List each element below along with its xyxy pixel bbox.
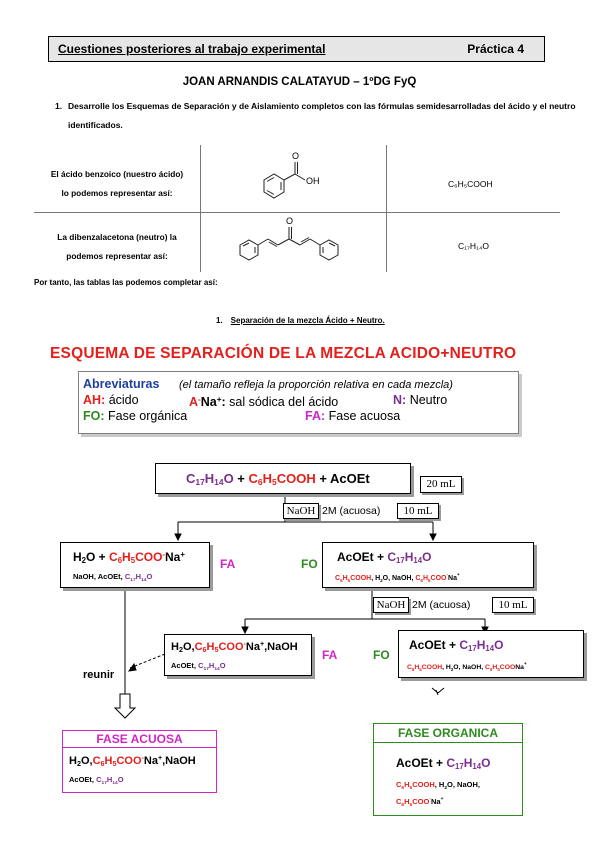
fo2-box: AcOEt + C17H14O C6H5COOH, H2O, NaOH, C6H… (398, 630, 584, 678)
legend-fa: FA: (305, 409, 326, 423)
top-mixture-text: C17H14O + C6H5COOH + AcOEt (186, 471, 370, 487)
naoh-tag-2: NaOH (373, 597, 409, 613)
volume-tag-20: 20 mL (420, 476, 462, 493)
fa2-main: H2O,C6H5COO-Na+,NaOH (171, 640, 298, 654)
legend-salt: A-Na+: sal sódica del ácido (189, 395, 339, 409)
fase-organica-title: FASE ORGANICA (374, 724, 522, 743)
table-row-acid-label: El ácido benzoico (nuestro ácido) lo pod… (50, 169, 184, 198)
naoh-concentration-2: 2M (acuosa) (412, 599, 471, 611)
top-mixture-box: C17H14O + C6H5COOH + AcOEt (155, 463, 411, 494)
fa1-sub: NaOH, AcOEt, C17H14O (73, 572, 153, 583)
fase-acuosa-box: FASE ACUOSA H2O,C6H5COO-Na+,NaOH AcOEt, … (62, 730, 217, 793)
page-header: Cuestiones posteriores al trabajo experi… (48, 36, 545, 62)
note-text: Por tanto, las tablas las podemos comple… (34, 278, 218, 287)
author-line: JOAN ARNANDIS CALATAYUD – 1ºDG FyQ (182, 76, 417, 88)
section-heading: 1.Separación de la mezcla Ácido + Neutro… (216, 316, 385, 325)
benzoic-acid-formula: C₆H₅COOH (448, 179, 493, 189)
fase-organica-sub1: C6H5COOH, H2O, NaOH, (396, 780, 480, 791)
legend-n: N: (393, 393, 407, 407)
table-row-neutral-label: La dibenzalacetona (neutro) la podemos r… (57, 232, 177, 261)
dibenzalacetone-formula: C₁₇H₁₄O (458, 241, 490, 251)
question-1: 1. Desarrolle los Esquemas de Separación… (55, 97, 576, 135)
table-divider (386, 145, 387, 272)
fase-acuosa-main: H2O,C6H5COO-Na+,NaOH (69, 754, 196, 768)
scheme-title: ESQUEMA DE SEPARACIÓN DE LA MEZCLA ACIDO… (50, 345, 517, 362)
volume-tag-10-2: 10 mL (492, 597, 534, 613)
fa1-label: FA (220, 557, 236, 571)
legend-abbr-label: Abreviaturas (83, 377, 160, 391)
fa2-box: H2O,C6H5COO-Na+,NaOH AcOEt, C17H14O (164, 634, 312, 676)
fase-acuosa-title: FASE ACUOSA (63, 731, 216, 748)
legend-fo: FO: (83, 409, 105, 423)
svg-text:OH: OH (306, 176, 320, 186)
fa2-sub: AcOEt, C17H14O (171, 661, 226, 672)
table-divider (200, 145, 201, 272)
legend-ah: AH: (83, 393, 106, 407)
legend-abbr-note: (el tamaño refleja la proporción relativ… (179, 379, 453, 391)
fo2-main: AcOEt + C17H14O (409, 638, 504, 653)
fa1-box: H2O + C6H5COO-Na+ NaOH, AcOEt, C17H14O (60, 542, 210, 588)
fase-organica-main: AcOEt + C17H14O (396, 756, 491, 771)
fa1-main: H2O + C6H5COO-Na+ (73, 550, 185, 565)
table-divider (34, 212, 560, 213)
dibenzalacetone-structure: O (239, 216, 339, 261)
naoh-concentration: 2M (acuosa) (322, 505, 381, 517)
fo1-sub: C6H5COOH, H2O, NaOH, C6H5COO-Na+ (335, 572, 460, 583)
fo1-main: AcOEt + C17H14O (337, 550, 432, 565)
reunir-label: reunir (83, 669, 115, 681)
header-title: Cuestiones posteriores al trabajo experi… (58, 42, 326, 56)
legend-box: Abreviaturas (el tamaño refleja la propo… (78, 371, 519, 434)
fase-organica-box: FASE ORGANICA AcOEt + C17H14O C6H5COOH, … (373, 723, 523, 816)
fase-acuosa-sub: AcOEt, C17H14O (69, 775, 124, 786)
svg-text:O: O (286, 216, 293, 226)
fa2-label: FA (322, 648, 338, 662)
fo2-label: FO (373, 648, 390, 662)
volume-tag-10: 10 mL (397, 503, 439, 519)
benzoic-acid-structure: O OH (263, 151, 320, 199)
fo2-sub: C6H5COOH, H2O, NaOH, C6H5COONa+ (407, 661, 527, 672)
header-practica: Práctica 4 (467, 42, 524, 56)
question-number: 1. (55, 101, 63, 111)
fase-organica-sub2: C6H5COO-Na+ (396, 797, 444, 808)
fo1-label: FO (301, 557, 318, 571)
svg-text:O: O (292, 151, 299, 161)
naoh-tag: NaOH (283, 503, 319, 519)
fo1-box: AcOEt + C17H14O C6H5COOH, H2O, NaOH, C6H… (322, 542, 534, 588)
question-text: Desarrolle los Esquemas de Separación y … (68, 101, 576, 130)
